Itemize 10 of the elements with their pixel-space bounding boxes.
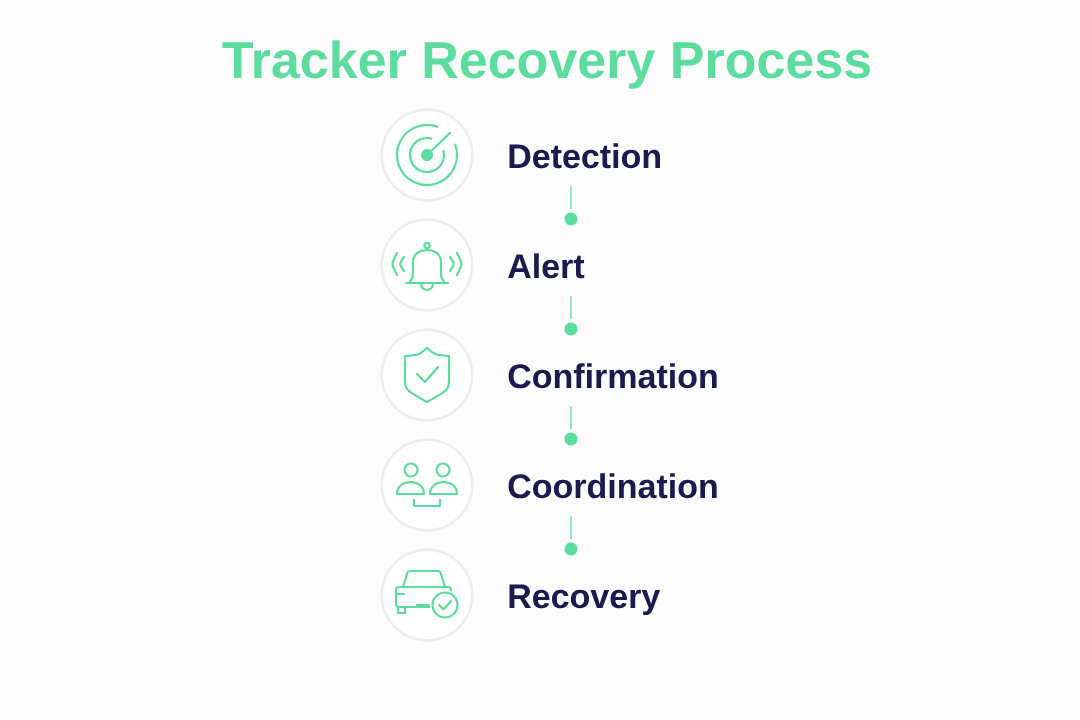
- connector: [570, 405, 572, 430]
- step-label: Detection: [509, 143, 660, 169]
- connector: [570, 185, 572, 210]
- connector: [570, 515, 572, 540]
- step-label: Confirmation: [508, 363, 717, 389]
- step-label: Alert: [508, 253, 585, 279]
- connector: [570, 295, 572, 320]
- title: Tracker Recovery Process: [222, 40, 870, 89]
- step-label: Recovery: [509, 584, 661, 616]
- step-label: Coordination: [508, 473, 717, 499]
